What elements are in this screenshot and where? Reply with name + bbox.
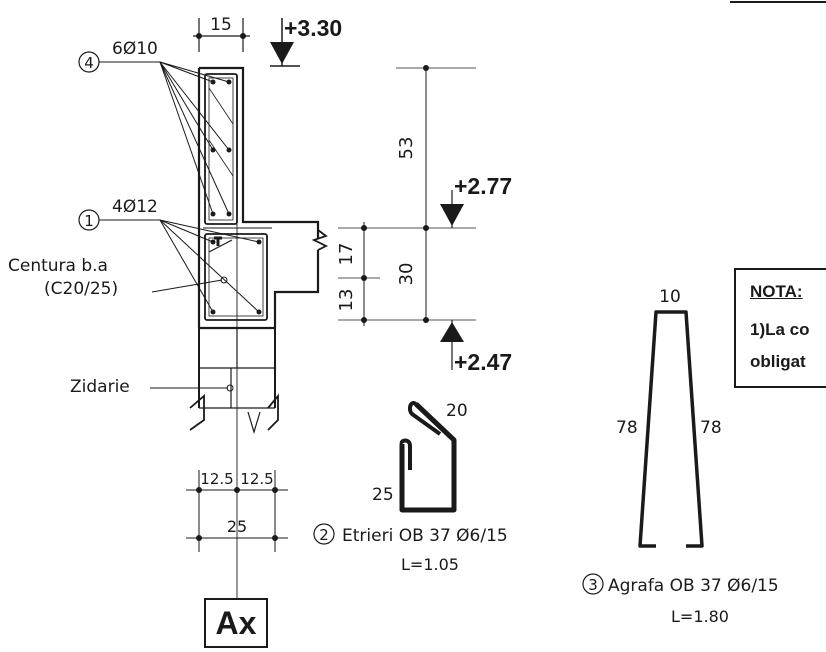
- masonry-wall: [189, 328, 279, 435]
- agrafa-number: 3: [588, 576, 598, 594]
- stirrup-hook-dim: 20: [446, 401, 468, 421]
- stirrup-title: Etrieri OB 37 Ø6/15: [342, 526, 508, 546]
- reinforcement-cage: [204, 73, 268, 321]
- label-1: 1 4Ø12: [78, 197, 260, 313]
- nota-box: NOTA: 1)La co obligat: [734, 268, 826, 388]
- agrafa-left-dim: 78: [616, 418, 638, 438]
- label-centura: Centura b.a (C20/25): [8, 256, 228, 299]
- agrafa-label: 3 Agrafa OB 37 Ø6/15 L=1.80: [582, 573, 779, 626]
- label-1-number: 1: [84, 212, 94, 230]
- nota-title: NOTA:: [750, 282, 803, 301]
- label-4-number: 4: [84, 54, 94, 72]
- label-zidarie: Zidarie: [70, 377, 234, 397]
- dim-bottom: 12.5 12.5 25: [186, 470, 288, 552]
- level-bottom-label: +2.47: [454, 349, 512, 375]
- axis-label: Ax: [215, 604, 257, 641]
- label-4: 4 6Ø10: [78, 39, 230, 215]
- level-mid-label: +2.77: [454, 173, 512, 199]
- zidarie-label: Zidarie: [70, 377, 130, 397]
- dim-17: 17: [336, 243, 357, 266]
- stirrup-length: L=1.05: [401, 555, 459, 574]
- agrafa-title: Agrafa OB 37 Ø6/15: [608, 576, 779, 596]
- dim-53: 53: [396, 137, 417, 160]
- nota-line2: obligat: [750, 352, 806, 371]
- dim-half-right: 12.5: [240, 470, 273, 488]
- label-4-text: 6Ø10: [112, 39, 158, 59]
- dim-top-width: 15: [193, 15, 250, 52]
- elevation-dims: 53 30 17 13 +2.77 +2.47: [336, 65, 512, 375]
- stirrup-label: 2 Etrieri OB 37 Ø6/15 L=1.05: [313, 523, 508, 574]
- dim-half-left: 12.5: [200, 470, 233, 488]
- agrafa-length: L=1.80: [671, 607, 729, 626]
- stirrup-shape: 20 25: [372, 401, 468, 513]
- centura-line1: Centura b.a: [8, 256, 108, 276]
- beam-section-outline: [197, 66, 329, 330]
- level-top-label: +3.30: [284, 15, 342, 41]
- stirrup-side-dim: 25: [372, 485, 394, 505]
- agrafa-top-dim: 10: [659, 287, 681, 307]
- dim-13: 13: [336, 289, 357, 312]
- axis-label-box: Ax: [204, 598, 268, 648]
- centura-line2: (C20/25): [44, 279, 118, 299]
- level-marker-top: +3.30: [270, 15, 342, 67]
- stirrup-number: 2: [319, 526, 329, 544]
- agrafa-right-dim: 78: [700, 418, 722, 438]
- dim-30: 30: [396, 263, 417, 286]
- label-1-text: 4Ø12: [112, 197, 158, 217]
- dim-top-width-value: 15: [210, 15, 232, 35]
- agrafa-shape: 10 78 78: [616, 287, 722, 548]
- nota-line1: 1)La co: [750, 320, 810, 339]
- dim-total: 25: [227, 517, 247, 536]
